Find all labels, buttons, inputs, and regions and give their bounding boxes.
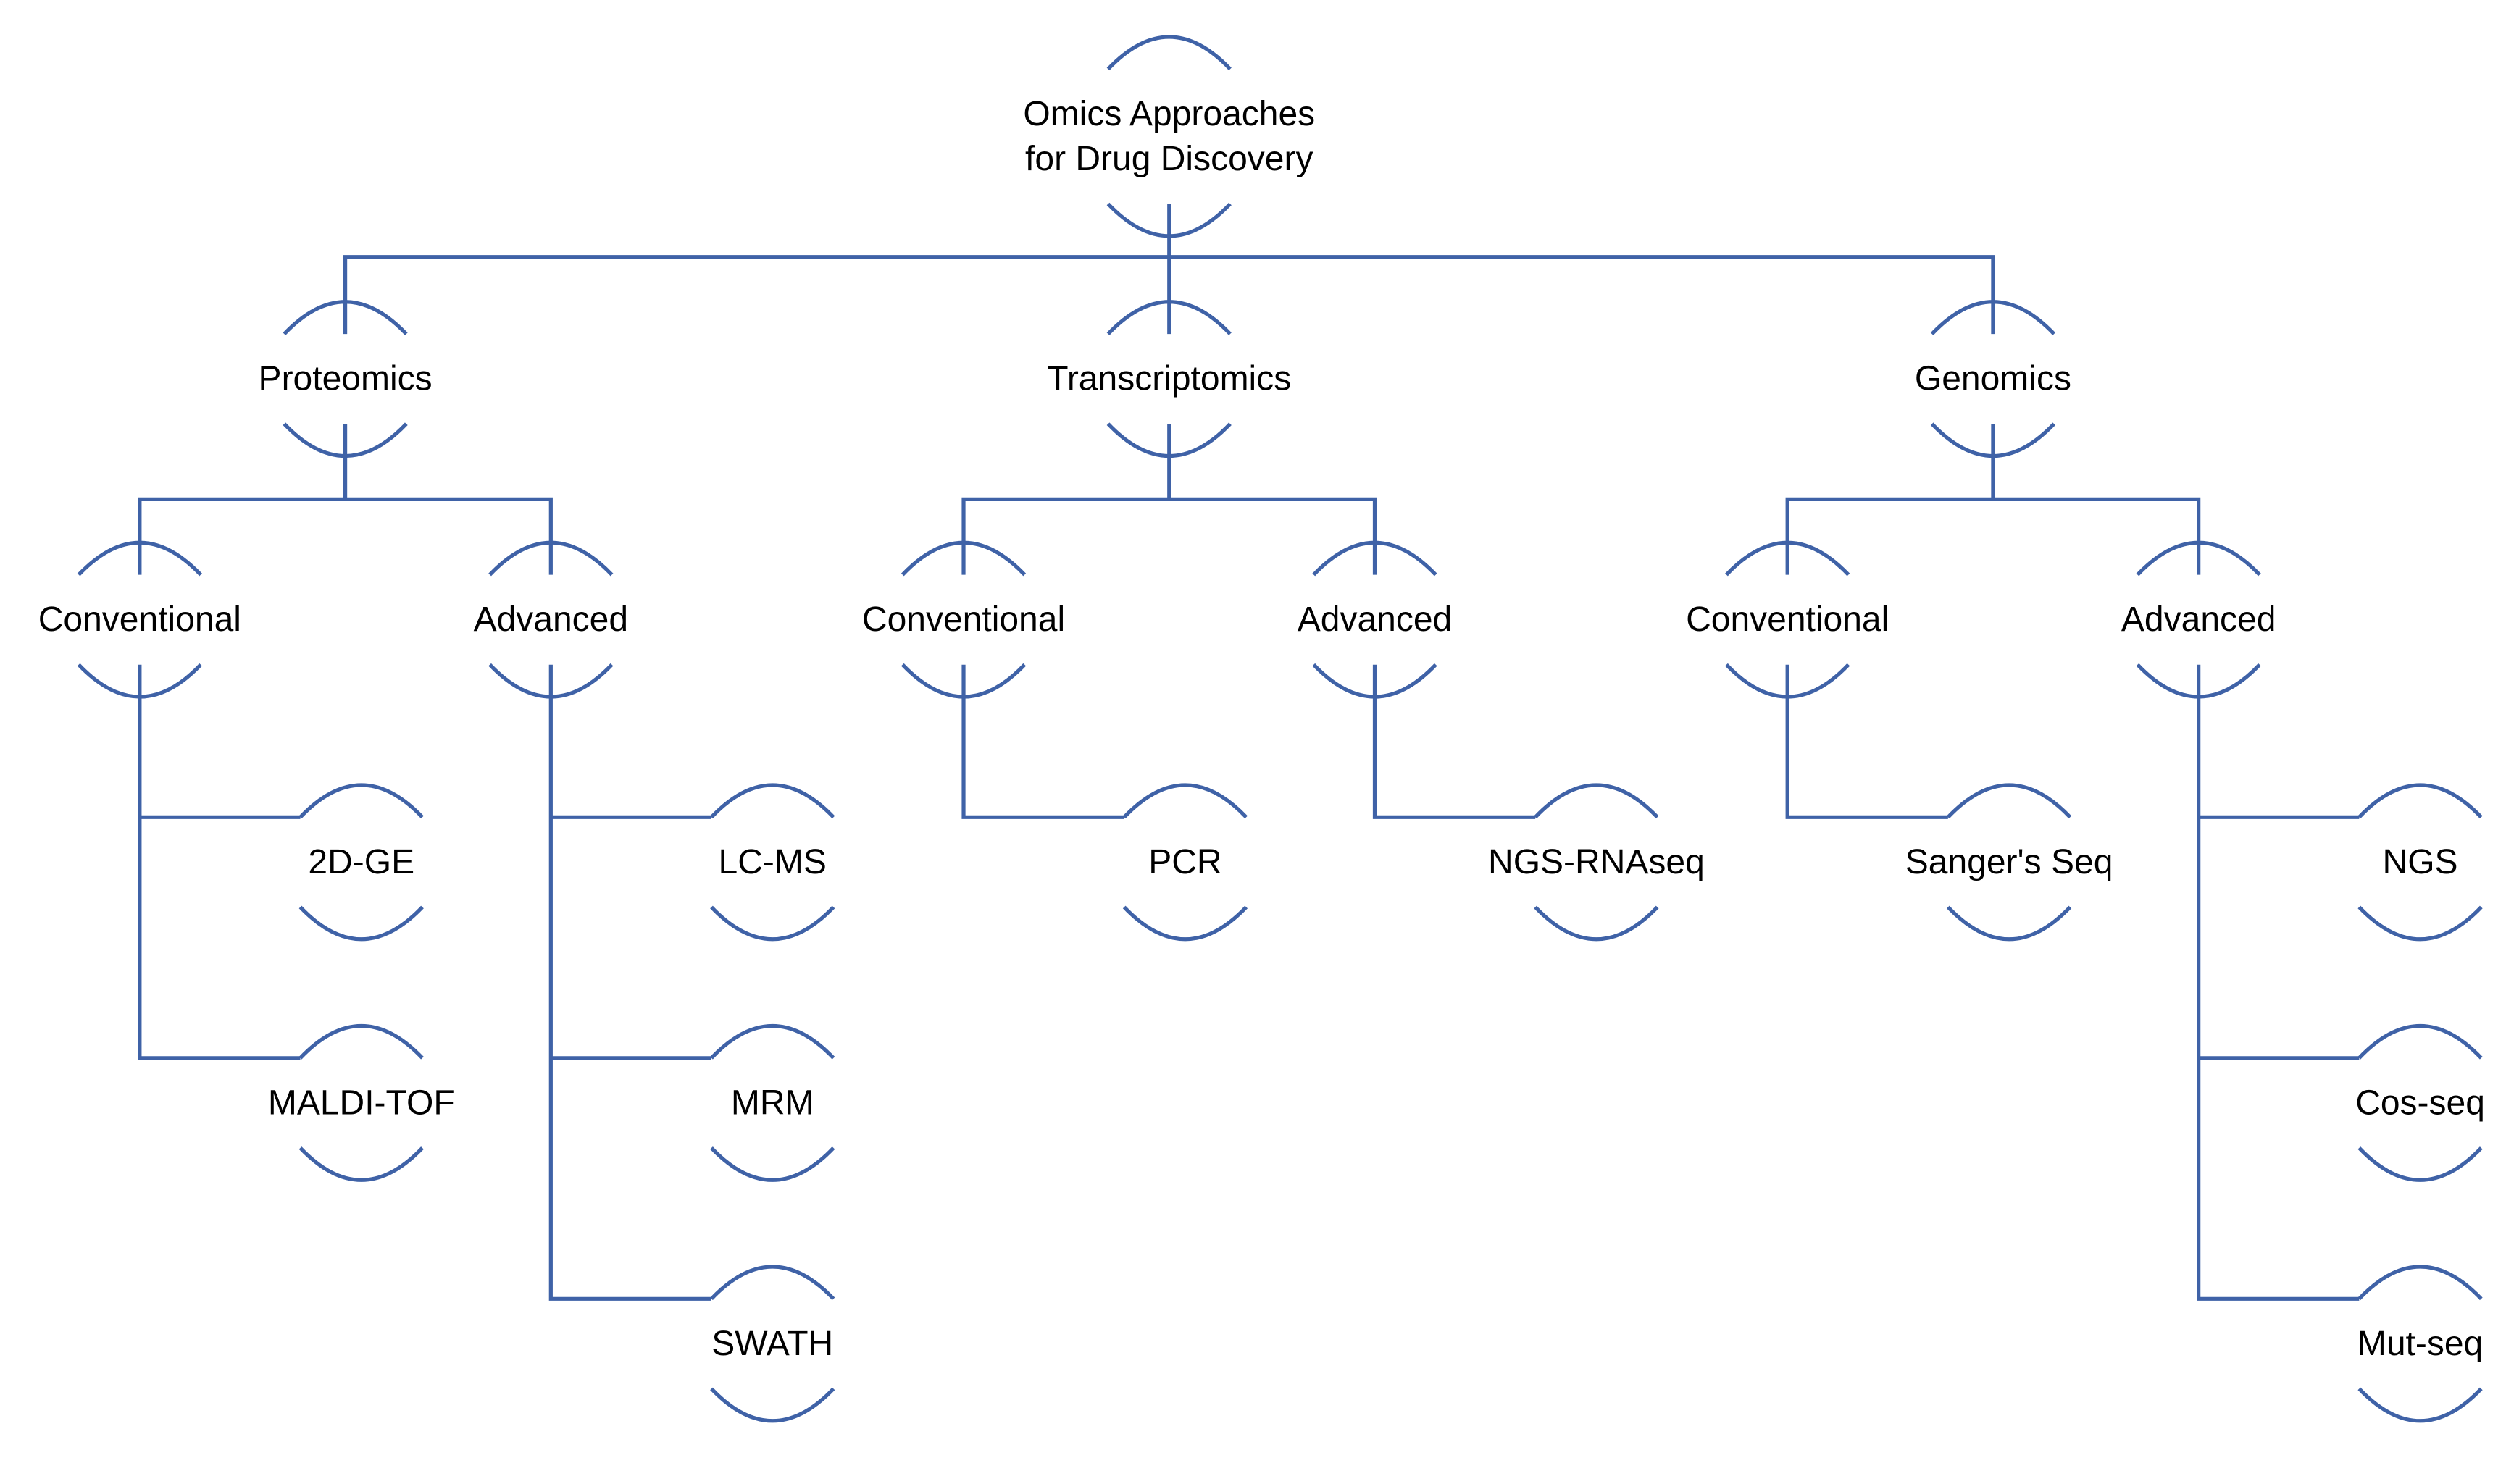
genomics-advanced-item-3-node-label: Mut-seq	[2357, 1325, 2483, 1363]
proteomics-conventional-item-2-node-bottom-arc	[298, 1146, 424, 1182]
genomics-advanced-item-1-node-label: NGS	[2383, 843, 2458, 881]
genomics-conventional-item-1-node-bottom-arc	[1946, 905, 2072, 942]
genomics-advanced-item-3-node-bottom-arc	[2357, 1387, 2483, 1423]
transcriptomics-advanced-node-top-arc	[1312, 540, 1437, 577]
proteomics-node: Proteomics	[259, 300, 433, 458]
transcriptomics-conventional-item-1-node-top-arc	[1122, 783, 1248, 819]
root-node-bottom-arc	[1106, 202, 1232, 238]
genomics-advanced-node-bottom-arc	[2136, 663, 2261, 699]
diagram-nodes: Omics Approaches for Drug DiscoveryProteo…	[38, 35, 2485, 1423]
root-node-label-line-2: for Drug Discovery	[1025, 140, 1313, 178]
proteomics-advanced-node-bottom-arc	[488, 663, 614, 699]
genomics-node-bottom-arc	[1930, 422, 2056, 458]
proteomics-advanced-trunk-line	[548, 664, 711, 1301]
genomics-advanced-item-1-node-bottom-arc	[2357, 905, 2483, 942]
genomics-node: Genomics	[1915, 300, 2071, 458]
proteomics-advanced-item-3-node: SWATH	[710, 1265, 835, 1423]
proteomics-advanced-item-1-node: LC-MS	[710, 783, 835, 942]
transcriptomics-conventional-item-1-node-label: PCR	[1148, 843, 1221, 881]
proteomics-conventional-item-1-node: 2D-GE	[298, 783, 424, 942]
genomics-conventional-item-1-node-label: Sanger's Seq	[1905, 843, 2113, 881]
genomics-advanced-item-1-node: NGS	[2357, 783, 2483, 942]
proteomics-advanced-item-1-node-bottom-arc	[710, 905, 835, 942]
proteomics-node-label: Proteomics	[259, 360, 433, 398]
proteomics-conventional-item-1-node-label: 2D-GE	[308, 843, 414, 881]
transcriptomics-conventional-node: Conventional	[862, 540, 1065, 699]
proteomics-advanced-item-3-node-bottom-arc	[710, 1387, 835, 1423]
genomics-advanced-trunk-line	[2197, 664, 2360, 1301]
proteomics-conventional-node-label: Conventional	[38, 600, 241, 639]
transcriptomics-conventional-item-1-node: PCR	[1122, 783, 1248, 942]
proteomics-conventional-item-1-node-bottom-arc	[298, 905, 424, 942]
proteomics-advanced-node-top-arc	[488, 540, 614, 577]
proteomics-conventional-node-bottom-arc	[77, 663, 202, 699]
proteomics-conventional-item-1-node-top-arc	[298, 783, 424, 819]
proteomics-advanced-item-2-node-label: MRM	[731, 1083, 814, 1122]
transcriptomics-advanced-node: Advanced	[1298, 540, 1453, 699]
proteomics-conventional-node: Conventional	[38, 540, 241, 699]
transcriptomics-conventional-trunk-line	[961, 664, 1124, 819]
genomics-conventional-item-1-node-top-arc	[1946, 783, 2072, 819]
genomics-node-top-arc	[1930, 300, 2056, 335]
transcriptomics-advanced-trunk-line	[1372, 664, 1536, 819]
transcriptomics-node-label: Transcriptomics	[1047, 360, 1291, 398]
proteomics-advanced-node-label: Advanced	[474, 600, 629, 639]
transcriptomics-conventional-node-bottom-arc	[901, 663, 1027, 699]
proteomics-conventional-node-top-arc	[77, 540, 202, 577]
proteomics-advanced-item-2-node: MRM	[710, 1024, 835, 1182]
genomics-conventional-trunk-line	[1785, 664, 1948, 819]
transcriptomics-node-top-arc	[1106, 300, 1232, 335]
genomics-advanced-item-2-node: Cos-seq	[2355, 1024, 2485, 1182]
genomics-advanced-node-top-arc	[2136, 540, 2261, 577]
genomics-node-label: Genomics	[1915, 360, 2071, 398]
genomics-group-bar-line	[1785, 497, 2201, 575]
genomics-advanced-node: Advanced	[2121, 540, 2276, 699]
transcriptomics-advanced-node-bottom-arc	[1312, 663, 1437, 699]
transcriptomics-advanced-item-1-node: NGS-RNAseq	[1488, 783, 1705, 942]
genomics-conventional-node: Conventional	[1686, 540, 1889, 699]
transcriptomics-group-bar-line	[961, 497, 1377, 575]
genomics-conventional-item-1-node: Sanger's Seq	[1905, 783, 2113, 942]
transcriptomics-advanced-item-1-node-top-arc	[1534, 783, 1659, 819]
root-node-top-arc	[1106, 35, 1232, 71]
connector-lines	[138, 204, 2360, 1301]
proteomics-group-bar-line	[138, 497, 553, 575]
proteomics-advanced-item-1-node-top-arc	[710, 783, 835, 819]
proteomics-advanced-item-3-node-label: SWATH	[711, 1325, 833, 1363]
transcriptomics-conventional-node-label: Conventional	[862, 600, 1065, 639]
transcriptomics-node: Transcriptomics	[1047, 300, 1291, 458]
proteomics-advanced-item-2-node-bottom-arc	[710, 1146, 835, 1182]
transcriptomics-node-bottom-arc	[1106, 422, 1232, 458]
proteomics-conventional-item-2-node: MALDI-TOF	[268, 1024, 455, 1182]
proteomics-node-bottom-arc	[283, 422, 408, 458]
genomics-advanced-item-2-node-top-arc	[2357, 1024, 2483, 1060]
transcriptomics-conventional-node-top-arc	[901, 540, 1027, 577]
genomics-advanced-item-3-node: Mut-seq	[2357, 1265, 2483, 1423]
transcriptomics-advanced-item-1-node-label: NGS-RNAseq	[1488, 843, 1705, 881]
proteomics-conventional-item-2-node-label: MALDI-TOF	[268, 1083, 455, 1122]
genomics-conventional-node-top-arc	[1725, 540, 1850, 577]
genomics-conventional-node-label: Conventional	[1686, 600, 1889, 639]
proteomics-advanced-item-1-node-label: LC-MS	[719, 843, 827, 881]
proteomics-advanced-item-3-node-top-arc	[710, 1265, 835, 1301]
genomics-advanced-item-3-node-top-arc	[2357, 1265, 2483, 1301]
genomics-advanced-item-2-node-label: Cos-seq	[2355, 1083, 2485, 1122]
proteomics-advanced-item-2-node-top-arc	[710, 1024, 835, 1060]
root-node-label-line-1: Omics Approaches	[1023, 95, 1315, 133]
proteomics-conventional-item-2-node-top-arc	[298, 1024, 424, 1060]
transcriptomics-advanced-node-label: Advanced	[1298, 600, 1453, 639]
proteomics-advanced-node: Advanced	[474, 540, 629, 699]
proteomics-node-top-arc	[283, 300, 408, 335]
proteomics-conventional-trunk-line	[138, 664, 301, 1060]
root-node: Omics Approaches for Drug Discovery	[1023, 35, 1315, 238]
genomics-advanced-item-1-node-top-arc	[2357, 783, 2483, 819]
genomics-advanced-item-2-node-bottom-arc	[2357, 1146, 2483, 1182]
transcriptomics-advanced-item-1-node-bottom-arc	[1534, 905, 1659, 942]
genomics-conventional-node-bottom-arc	[1725, 663, 1850, 699]
genomics-advanced-node-label: Advanced	[2121, 600, 2276, 639]
transcriptomics-conventional-item-1-node-bottom-arc	[1122, 905, 1248, 942]
